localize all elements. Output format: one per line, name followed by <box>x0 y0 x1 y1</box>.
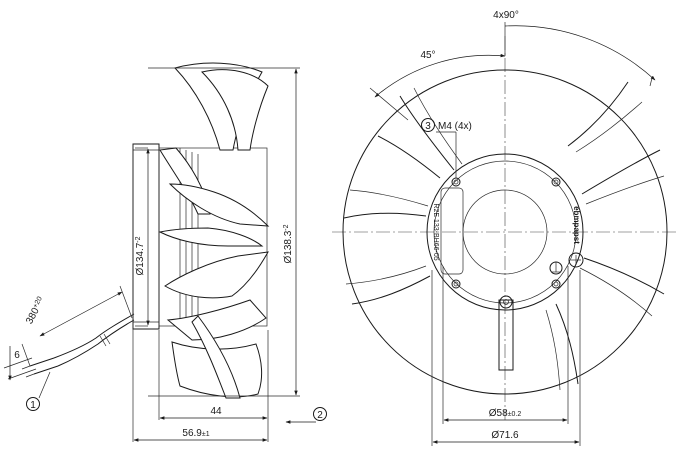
callout-2-label: 2 <box>317 410 323 421</box>
dim-depth: 56.9 <box>182 428 202 439</box>
hub-outer <box>426 153 584 311</box>
screw-hole-bl <box>451 279 461 289</box>
svg-text:Ø58±0.2: Ø58±0.2 <box>489 408 522 419</box>
rating-plate <box>440 187 464 275</box>
callout-3-label: 3 <box>425 121 431 132</box>
angle-45-label: 45° <box>420 50 435 61</box>
dim-flange-dia: Ø71.6 <box>491 430 519 441</box>
side-view: Ø134.7-2 Ø138.3-2 44 56.9±1 380+20 6 1 <box>3 62 327 442</box>
dim-hub-dia: Ø58 <box>489 408 508 419</box>
callout-3-circle <box>421 118 435 132</box>
dim-cable-length: 380 <box>24 306 42 326</box>
side-blade-low <box>164 251 269 299</box>
svg-text:Ø134.7-2: Ø134.7-2 <box>135 236 146 275</box>
cable-exit <box>498 299 514 371</box>
svg-text:Ø138.3-2: Ø138.3-2 <box>283 224 294 263</box>
front-view: R2E 133-BH66-05 ebmpapst 45° 4x90° <box>332 10 676 446</box>
dim-dia-outer: Ø138.3 <box>283 230 294 263</box>
thread-label: M4 (4x) <box>438 121 472 132</box>
connector-symbol <box>568 252 584 268</box>
angle-45-arc <box>374 53 506 98</box>
dim-strip-length: 6 <box>14 350 20 361</box>
callout-2-circle <box>313 407 327 421</box>
dim-dia-inner: Ø134.7 <box>135 242 146 275</box>
callout-1-label: 1 <box>30 400 36 411</box>
brand-logo: ebmpapst <box>572 206 581 244</box>
angle-4x90-label: 4x90° <box>493 10 519 21</box>
screw-hole-br <box>551 279 561 289</box>
side-blade-mid <box>168 183 270 227</box>
screw-hole-tr <box>551 177 561 187</box>
svg-text:56.9±1: 56.9±1 <box>182 428 209 439</box>
rating-plate-text: R2E 133-BH66-05 <box>432 203 439 260</box>
dim-width-44: 44 <box>210 406 222 417</box>
hub-inner <box>433 160 577 304</box>
svg-text:380+20: 380+20 <box>24 296 47 326</box>
callout-1-circle <box>26 397 40 411</box>
front-blades <box>343 81 665 391</box>
cable <box>53 313 135 359</box>
screw-hole-tl <box>451 177 461 187</box>
